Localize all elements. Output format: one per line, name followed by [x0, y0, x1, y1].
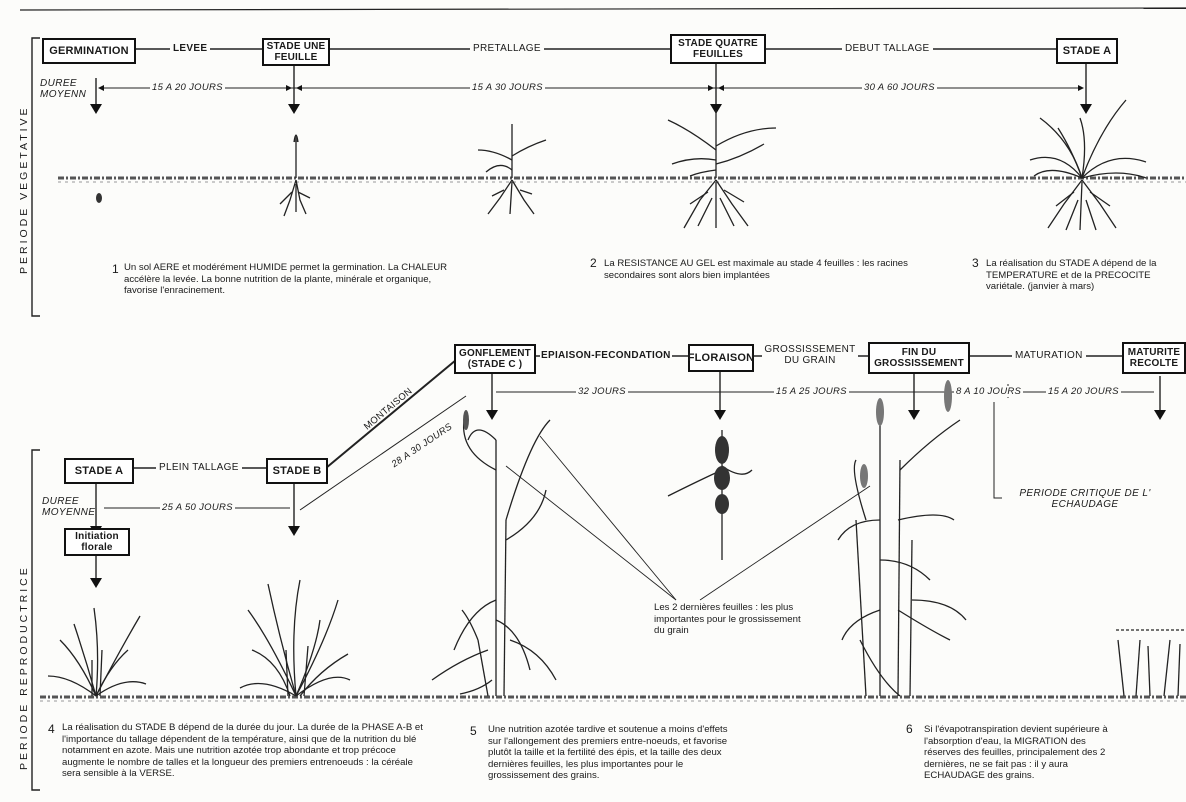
duration-8: 8 A 10 JOURS — [954, 386, 1023, 397]
arrowhead-une-feuille — [288, 104, 300, 114]
leaves-pointer-2 — [506, 466, 676, 600]
stage-b: STADE B — [266, 458, 328, 484]
plant-four-leaves-icon — [668, 110, 776, 228]
plant-one-leaf-icon — [280, 135, 310, 216]
initiation-florale-box: Initiation florale — [64, 528, 130, 556]
stage-germination: GERMINATION — [42, 38, 136, 64]
stage-floraison: FLORAISON — [688, 344, 754, 372]
plant-montaison-icon — [432, 420, 556, 696]
seed-icon — [96, 193, 102, 203]
arrowhead-stade-a — [1080, 104, 1092, 114]
stage-fin-grossissement: FIN DU GROSSISSEMENT — [868, 342, 970, 374]
leaves-callout: Les 2 dernières feuilles : les plus impo… — [654, 602, 804, 637]
plant-recolte-icon — [1116, 630, 1186, 696]
note-4-text: La réalisation du STADE B dépend de la d… — [62, 722, 432, 780]
duration-6: 32 JOURS — [576, 386, 628, 397]
duree-moyenne-label: DUREE MOYENNE — [42, 496, 96, 518]
top-border — [20, 8, 1186, 10]
phase-debut-tallage: DEBUT TALLAGE — [842, 43, 933, 54]
duration-1: 15 A 20 JOURS — [150, 82, 225, 93]
stage-maturite-recolte: MATURITE RECOLTE — [1122, 342, 1186, 374]
phase-pretallage: PRETALLAGE — [470, 43, 544, 54]
plant-pretallage-icon — [478, 124, 546, 214]
period-reproductive-label: PERIODE REPRODUCTRICE — [18, 565, 30, 770]
duration-7: 15 A 25 JOURS — [774, 386, 849, 397]
plant-stade-b-icon — [240, 580, 350, 696]
phase-maturation: MATURATION — [1012, 350, 1086, 361]
phase-epiaison-fecondation: EPIAISON-FECONDATION — [540, 350, 672, 361]
stage-a-top: STADE A — [1056, 38, 1118, 64]
reproductive-bracket — [32, 450, 40, 790]
note-3-text: La réalisation du STADE A dépend de la T… — [986, 258, 1182, 293]
note-6-number: 6 — [906, 722, 913, 736]
note-6-text: Si l'évapotranspiration devient supérieu… — [924, 724, 1110, 782]
period-vegetative-label: PERIODE VEGETATIVE — [18, 105, 30, 274]
phase-levee: LEVEE — [170, 43, 210, 54]
note-4-number: 4 — [48, 722, 55, 736]
periode-critique-label: PERIODE CRITIQUE DE L' ECHAUDAGE — [1010, 488, 1160, 510]
duration-9: 15 A 20 JOURS — [1046, 386, 1121, 397]
note-5-text: Une nutrition azotée tardive et soutenue… — [488, 724, 736, 782]
periode-critique-line — [994, 402, 1002, 498]
phase-plein-tallage: PLEIN TALLAGE — [156, 462, 242, 473]
duration-4: 25 A 50 JOURS — [160, 502, 235, 513]
phase-grossissement: GROSSISSEMENT DU GRAIN — [762, 344, 858, 366]
leaves-pointer-1 — [540, 436, 676, 600]
duree-moyenn-label: DUREE MOYENN — [40, 78, 94, 100]
stage-gonflement: GONFLEMENT (STADE C ) — [454, 344, 536, 374]
stage-quatre-feuilles: STADE QUATRE FEUILLES — [670, 34, 766, 64]
note-2-text: La RESISTANCE AU GEL est maximale au sta… — [604, 258, 916, 281]
note-1-text: Un sol AERE et modérément HUMIDE permet … — [124, 262, 460, 297]
note-2-number: 2 — [590, 256, 597, 270]
arrowhead-germination — [90, 104, 102, 114]
plant-maturation-icon — [838, 420, 966, 696]
note-5-number: 5 — [470, 724, 477, 738]
stage-une-feuille: STADE UNE FEUILLE — [262, 38, 330, 66]
note-1-number: 1 — [112, 262, 119, 276]
plant-stade-a-tallage-icon — [48, 608, 146, 696]
plant-floraison-spike-icon — [668, 430, 752, 560]
duration-3: 30 A 60 JOURS — [862, 82, 937, 93]
wheat-ears-icons — [463, 380, 952, 514]
plant-stade-a-icon — [1030, 100, 1146, 230]
duration-2: 15 A 30 JOURS — [470, 82, 545, 93]
vegetative-bracket — [32, 38, 40, 316]
stage-a-bottom: STADE A — [64, 458, 134, 484]
note-3-number: 3 — [972, 256, 979, 270]
